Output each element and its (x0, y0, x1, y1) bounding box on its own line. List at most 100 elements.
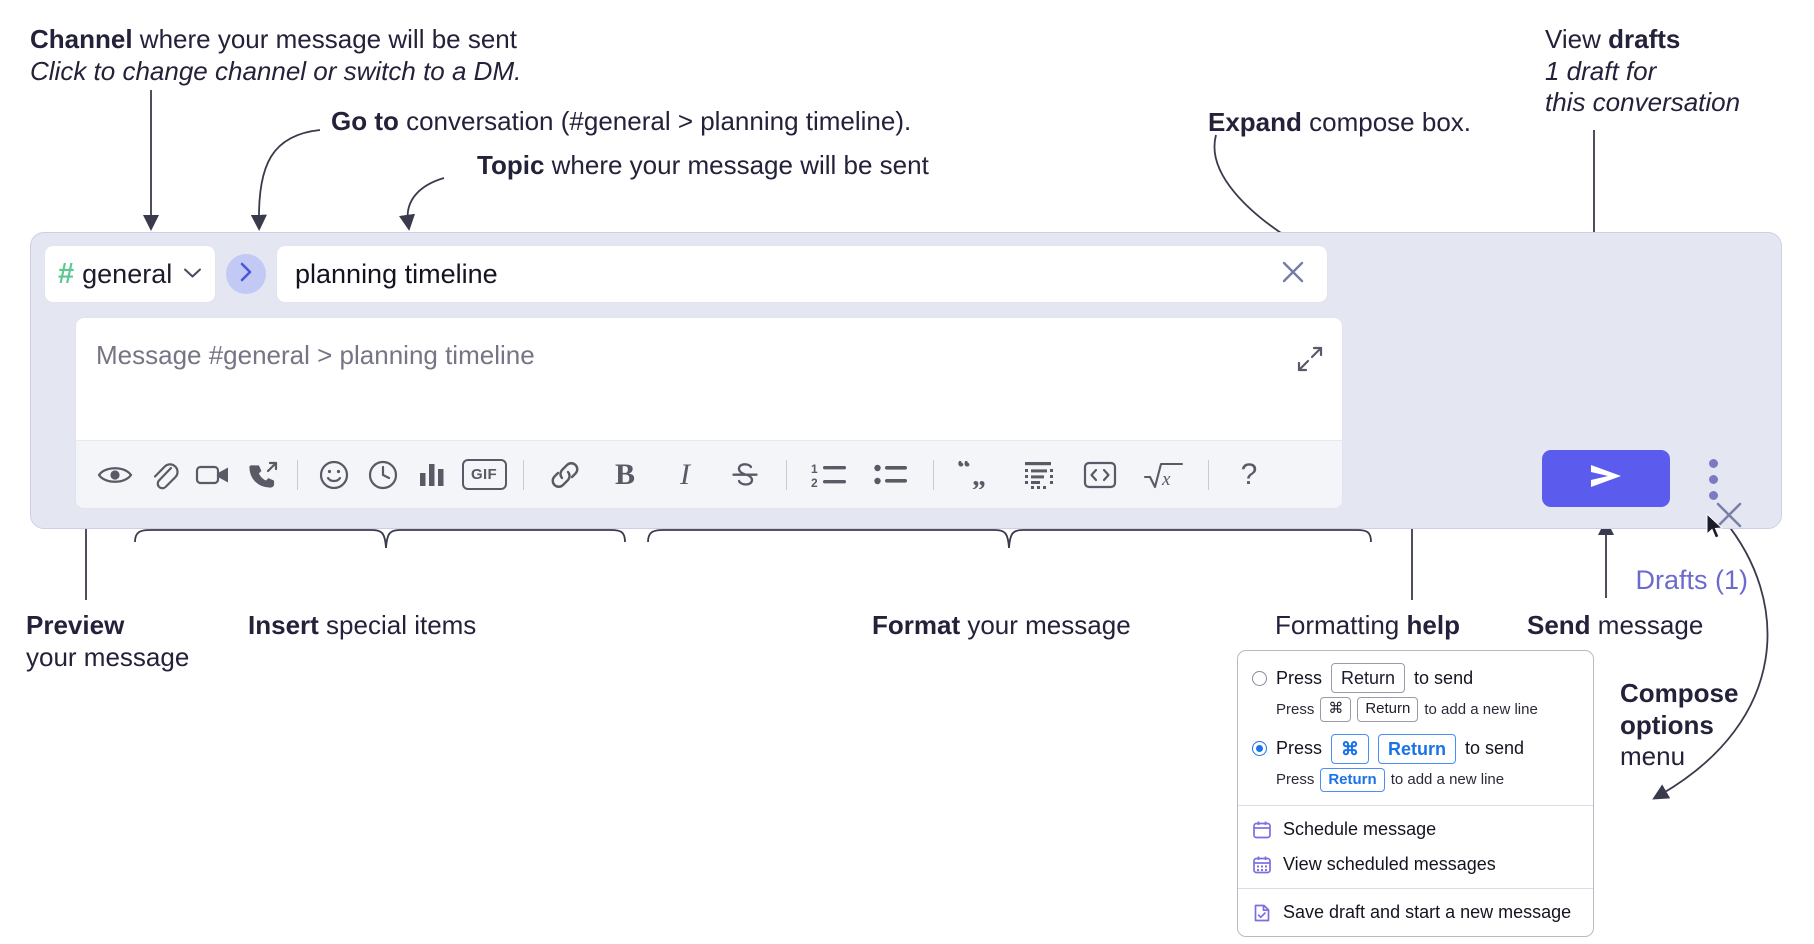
link-icon[interactable] (535, 450, 595, 499)
key-return: Return (1357, 697, 1419, 722)
annotation-expand: Expand compose box. (1208, 107, 1471, 139)
menu-divider (1238, 805, 1593, 807)
calendar-grid-icon (1252, 855, 1272, 875)
math-icon[interactable]: x (1131, 450, 1197, 499)
blockquote-icon[interactable]: “ „ (945, 450, 1007, 499)
separator (523, 459, 524, 490)
send-shortcut-options: Press Return to send Press ⌘ Return to a… (1238, 651, 1593, 805)
audio-clip-icon[interactable] (237, 450, 286, 499)
goto-conversation-button[interactable] (226, 254, 266, 294)
close-icon[interactable] (1277, 256, 1309, 293)
send-option-return[interactable]: Press Return to send (1238, 662, 1593, 694)
annotation-fhelp-bold: help (1406, 610, 1460, 640)
bold-icon[interactable]: B (614, 457, 635, 491)
menu-item-schedule-message[interactable]: Schedule message (1238, 812, 1593, 847)
menu-item-save-draft[interactable]: Save draft and start a new message (1238, 895, 1593, 930)
poll-bars-icon[interactable] (407, 450, 456, 499)
svg-text:2: 2 (811, 476, 818, 489)
bulleted-list-icon[interactable] (860, 450, 922, 499)
annotation-insert-bold: Insert (248, 610, 319, 640)
send-option-return-hint: Press ⌘ Return to add a new line (1238, 693, 1593, 725)
calendar-icon (1252, 820, 1272, 840)
compose-panel: # general planning timeline Message #g (30, 232, 1782, 595)
draft-check-icon (1252, 903, 1272, 923)
drafts-link[interactable]: Drafts (1) (1635, 565, 1748, 595)
annotation-drafts-pre: View (1545, 24, 1609, 54)
send-icon (1583, 459, 1629, 498)
chevron-down-icon (183, 264, 202, 284)
compose-header-row: # general planning timeline (44, 245, 1328, 303)
annotation-formatting-help: Formatting help (1275, 610, 1460, 642)
option2-sub-post: to add a new line (1390, 771, 1505, 789)
annotation-preview: Preview your message (26, 610, 189, 673)
svg-text:„: „ (972, 461, 986, 489)
menu-item-label: Schedule message (1283, 819, 1437, 840)
channel-selector[interactable]: # general (44, 245, 216, 303)
gif-icon[interactable]: GIF (456, 450, 512, 499)
option2-pre: Press (1276, 738, 1323, 759)
separator (933, 459, 934, 490)
annotation-insert: Insert special items (248, 610, 476, 642)
option1-sub-post: to add a new line (1424, 700, 1538, 718)
annotation-send-bold: Send (1527, 610, 1591, 640)
expand-icon[interactable] (1296, 345, 1324, 378)
annotation-compose-line1: Compose (1620, 678, 1739, 708)
attachment-icon[interactable] (139, 450, 188, 499)
menu-item-label: View scheduled messages (1283, 854, 1496, 875)
video-icon[interactable] (188, 450, 237, 499)
key-command: ⌘ (1320, 697, 1352, 722)
strikethrough-icon[interactable] (715, 450, 775, 499)
annotation-channel-sub: Click to change channel or switch to a D… (30, 55, 522, 86)
annotation-topic-bold: Topic (477, 150, 545, 180)
send-option-cmd-return-hint: Press Return to add a new line (1238, 764, 1593, 796)
svg-text:1: 1 (811, 462, 818, 476)
emoji-icon[interactable] (309, 450, 358, 499)
topic-value: planning timeline (295, 258, 498, 289)
separator (1208, 459, 1209, 490)
annotation-format-bold: Format (872, 610, 961, 640)
schedule-section: Schedule message View scheduled messages (1238, 806, 1593, 888)
annotation-drafts-bold: drafts (1608, 24, 1681, 54)
message-placeholder: Message #general > planning timeline (96, 340, 535, 370)
annotation-expand-bold: Expand (1208, 107, 1302, 137)
code-block-icon[interactable] (1007, 450, 1069, 499)
ordered-list-icon[interactable]: 1 2 (798, 450, 860, 499)
draft-section: Save draft and start a new message (1238, 889, 1593, 936)
radio-unselected-icon[interactable] (1252, 670, 1267, 686)
radio-selected-icon[interactable] (1252, 741, 1267, 757)
annotation-channel-bold: Channel (30, 24, 133, 54)
separator (297, 459, 298, 490)
send-button[interactable] (1542, 450, 1670, 507)
annotation-send: Send message (1527, 610, 1703, 642)
menu-divider (1238, 888, 1593, 890)
code-inline-icon[interactable] (1069, 450, 1131, 499)
channel-name-label: general (82, 258, 173, 289)
option1-sub-pre: Press (1276, 700, 1315, 718)
send-option-cmd-return[interactable]: Press ⌘ Return to send (1238, 733, 1593, 764)
annotation-compose-options: Compose options menu (1620, 678, 1738, 773)
annotation-send-rest: message (1590, 610, 1704, 640)
annotation-compose-line3: menu (1620, 741, 1686, 772)
annotation-channel-rest: where your message will be sent (132, 24, 517, 54)
annotation-goto-rest: conversation (#general > planning timeli… (398, 106, 912, 136)
reminder-clock-icon[interactable] (358, 450, 407, 499)
annotation-channel: Channel where your message will be sent … (30, 24, 521, 87)
compose-options-menu: Press Return to send Press ⌘ Return to a… (1237, 650, 1594, 938)
topic-input[interactable]: planning timeline (276, 245, 1328, 303)
menu-item-view-scheduled-messages[interactable]: View scheduled messages (1238, 847, 1593, 882)
option1-post: to send (1414, 667, 1474, 688)
formatting-help-icon[interactable]: ? (1240, 457, 1258, 491)
annotation-fhelp-pre: Formatting (1275, 610, 1407, 640)
annotation-format: Format your message (872, 610, 1131, 642)
annotation-format-rest: your message (960, 610, 1131, 640)
close-compose-icon[interactable] (1711, 497, 1747, 538)
annotation-insert-rest: special items (318, 610, 477, 640)
menu-item-label: Save draft and start a new message (1283, 902, 1572, 923)
preview-icon[interactable] (90, 450, 139, 499)
message-input-box[interactable]: Message #general > planning timeline (75, 317, 1343, 509)
italic-icon[interactable]: I (680, 457, 690, 491)
compose-options-button[interactable] (1700, 455, 1726, 503)
formatting-toolbar: GIF B I (76, 440, 1342, 508)
separator (786, 459, 787, 490)
